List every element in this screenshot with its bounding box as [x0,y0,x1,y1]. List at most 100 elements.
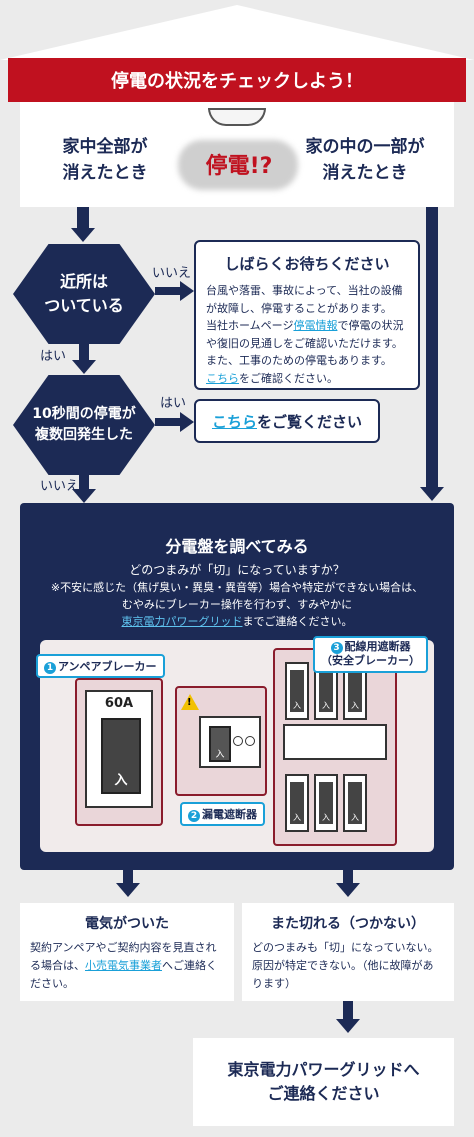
question-neighbors-text: 近所は ついている [44,272,124,315]
panel-title: 分電盤を調べてみる [165,537,309,556]
q1-yes-label: はい [40,349,67,364]
circuit-on-label: 入 [322,813,330,822]
flow-line [343,1001,353,1021]
ampere-breaker: 60A 入 [75,678,163,826]
earth-leakage-face: 入 [199,716,261,768]
result-off-card: また切れる（つかない） どのつまみも「切」になっていない。原因が特定できない。（… [242,903,454,1001]
flow-line [123,870,133,884]
wait-card: しばらくお待ちください 台風や落雷、事故によって、当社の設備が故障し、停電するこ… [194,240,420,390]
circuit-breaker-switch: 入 [348,670,362,712]
panel-note3: 東京電力パワーグリッドまでご連絡ください。 [28,613,446,630]
circuit-breaker-switch: 入 [319,670,333,712]
ampere-on-label: 入 [114,773,128,788]
test-button-icon [233,736,243,746]
see-card: こちらをご覧ください [194,399,380,443]
warning-mark: ! [187,697,192,708]
result-lit-t1: 契約アンペアやご契約内容を見直される場合は、 [30,941,217,972]
arrow-down-icon [336,1019,360,1033]
circuit-on-label: 入 [322,701,330,710]
contact-text: 東京電力パワーグリッドへ ご連絡ください [227,1060,420,1103]
circuit-on-label: 入 [293,813,301,822]
retailer-link[interactable]: 小売電気事業者 [85,958,162,972]
question-repeated-outage: 10秒間の停電が 複数回発生した [13,375,155,475]
tag-num-2: 2 [188,810,200,822]
flow-line [155,418,181,426]
circuit-breaker-switch: 入 [290,782,304,824]
panel-note2: むやみにブレーカー操作を行わず、すみやかに [121,598,353,612]
result-off-text: どのつまみも「切」になっていない。原因が特定できない。（他に故障があります） [252,941,439,990]
blackout-label: 停電!? [205,154,273,179]
arrow-down-icon [72,360,96,374]
circuit-breaker-label: 配線用遮断器 [344,640,411,653]
wait-p4b: をご確認ください。 [239,371,338,385]
ampere-switch: 入 [101,718,141,794]
q1-no-label: いいえ [152,266,192,281]
circuit-on-label: 入 [351,701,359,710]
circuit-breaker-switch: 入 [319,782,333,824]
flow-line [79,344,89,362]
circuit-breaker-switch: 入 [348,782,362,824]
circuit-breaker-sub: （安全ブレーカー） [321,654,420,668]
header-roof [0,5,474,60]
arrow-down-icon [420,487,444,501]
construction-link[interactable]: こちら [206,371,239,385]
result-lit-title: 電気がついた [85,916,169,932]
circuit-breaker-slot: 入 [343,774,367,832]
outage-info-link[interactable]: 停電情報 [293,319,338,333]
arrow-right-icon [180,281,194,301]
wait-p2a: 当社ホームページ [206,319,294,333]
arrow-down-icon [72,489,96,503]
wait-p2: 当社ホームページ停電情報で停電の状況や復旧の見通しをご確認いただけます。 [206,317,408,352]
page-title: 停電の状況をチェックしよう！ [111,71,363,92]
earth-leakage-on-label: 入 [215,750,225,760]
header-banner: 停電の状況をチェックしよう！ [8,58,466,102]
circuit-on-label: 入 [293,701,301,710]
result-lit-card: 電気がついた 契約アンペアやご契約内容を見直される場合は、小売電気事業者へご連絡… [20,903,234,1001]
all-off-label: 家中全部が 消えたとき [62,137,148,183]
circuit-breaker-slot: 入 [285,662,309,720]
blackout-cloud [178,140,298,190]
circuit-on-label: 入 [351,813,359,822]
wait-title: しばらくお待ちください [224,255,390,273]
test-button-icon [245,736,255,746]
flow-line [155,287,181,295]
q2-no-label: いいえ [40,479,80,494]
panel-question: どのつまみが「切」になっていますか？ [129,563,345,577]
flow-line [77,207,89,229]
q2-yes-label: はい [160,396,187,411]
flow-line [79,475,89,491]
result-off-title: また切れる（つかない） [271,916,425,932]
circuit-breaker-slot: 入 [285,774,309,832]
warning-icon: ! [181,694,199,710]
tag-num-3: 3 [330,642,343,654]
circuit-breaker-switch: 入 [290,670,304,712]
panel-note: ※不安に感じた（焦げ臭い・異臭・異音等）場合や特定ができない場合は、 むやみにブ… [28,579,446,630]
panel-note1: ※不安に感じた（焦げ臭い・異臭・異音等）場合や特定ができない場合は、 [50,581,424,594]
flow-line [343,870,353,884]
pg-contact-link[interactable]: 東京電力パワーグリッド [121,615,243,629]
arrow-right-icon [180,412,194,432]
circuit-breaker-slot: 入 [314,774,338,832]
arrow-down-icon [116,883,140,897]
contact-card: 東京電力パワーグリッドへ ご連絡ください [193,1038,454,1126]
result-lit-text: 契約アンペアやご契約内容を見直される場合は、小売電気事業者へご連絡ください。 [30,939,224,992]
earth-leakage-label: 漏電遮断器 [202,808,257,821]
arrow-down-icon [71,228,95,242]
see-text: をご覧ください [257,412,363,431]
earth-leakage-switch: 入 [209,726,231,762]
arrow-down-icon [336,883,360,897]
see-link[interactable]: こちら [211,412,257,431]
ampere-breaker-face: 60A 入 [85,690,153,808]
circuit-bus [283,724,387,760]
earth-leakage-breaker: ! 入 [175,686,267,796]
wait-p1: 台風や落雷、事故によって、当社の設備が故障し、停電することがあります。 [206,284,403,315]
tag-num-1: 1 [44,662,56,674]
flow-line [426,207,438,489]
panel-note3b: までご連絡ください。 [242,615,353,629]
question-repeated-text: 10秒間の停電が 複数回発生した [32,406,136,443]
ceiling-lamp-icon [208,108,266,126]
question-neighbors: 近所は ついている [13,244,155,344]
wait-p2b: で停電の状況や復旧の見通しをご確認いただけます。 [206,319,404,350]
